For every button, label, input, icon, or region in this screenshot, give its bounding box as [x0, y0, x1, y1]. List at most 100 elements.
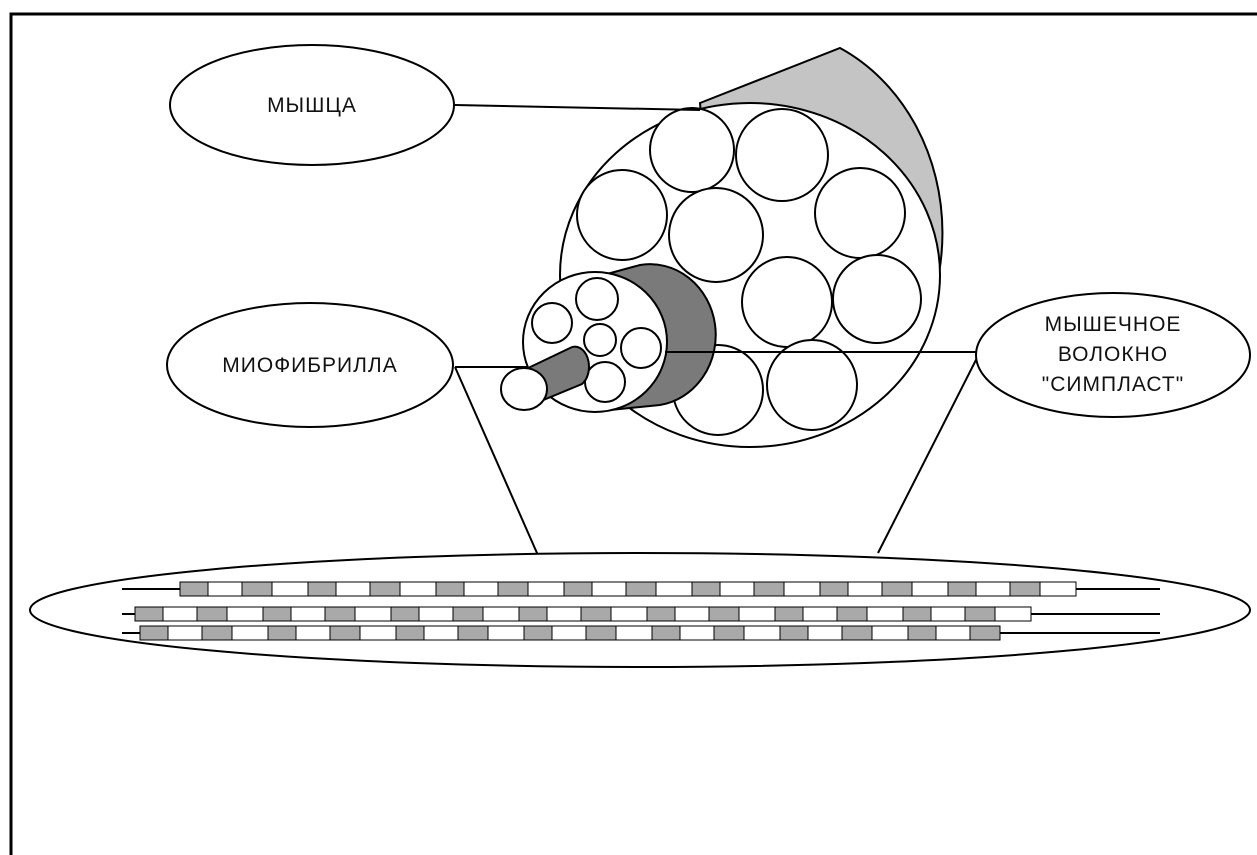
a-band — [1010, 582, 1040, 596]
a-band — [647, 607, 675, 621]
i-band — [656, 582, 692, 596]
a-band — [202, 626, 232, 640]
a-band — [453, 607, 483, 621]
label-fiber-text-3: "СИМПЛАСТ" — [1042, 373, 1184, 396]
i-band — [611, 607, 647, 621]
i-band — [272, 582, 308, 596]
a-band — [714, 626, 744, 640]
a-band — [519, 607, 547, 621]
a-band — [837, 607, 867, 621]
i-band — [976, 582, 1010, 596]
a-band — [498, 582, 528, 596]
fiber-circle — [833, 255, 921, 343]
fiber-circle — [815, 168, 905, 258]
i-band — [872, 626, 908, 640]
a-band — [197, 607, 227, 621]
myofibril-cross-section — [501, 368, 547, 410]
a-band — [581, 607, 611, 621]
label-myofibril-text: МИОФИБРИЛЛА — [222, 354, 397, 377]
i-band — [419, 607, 453, 621]
label-muscle-text: МЫШЦА — [267, 94, 357, 117]
i-band — [680, 626, 714, 640]
a-band — [391, 607, 419, 621]
a-band — [626, 582, 656, 596]
a-band — [754, 582, 784, 596]
a-band — [140, 626, 168, 640]
i-band — [488, 626, 524, 640]
i-band — [163, 607, 197, 621]
i-band — [464, 582, 498, 596]
a-band — [325, 607, 355, 621]
a-band — [820, 582, 848, 596]
i-band — [208, 582, 242, 596]
i-band — [867, 607, 903, 621]
i-band — [1040, 582, 1076, 596]
a-band — [308, 582, 336, 596]
a-band — [330, 626, 360, 640]
a-band — [965, 607, 995, 621]
label-muscle-fiber: МЫШЕЧНОЕ ВОЛОКНО "СИМПЛАСТ" — [976, 293, 1250, 417]
a-band — [882, 582, 912, 596]
i-band — [227, 607, 263, 621]
i-band — [483, 607, 519, 621]
a-band — [268, 626, 296, 640]
a-band — [436, 582, 464, 596]
label-myofibril: МИОФИБРИЛЛА — [167, 303, 453, 427]
myofibril-circle — [576, 278, 618, 320]
a-band — [780, 626, 808, 640]
a-band — [842, 626, 872, 640]
fiber-circle — [577, 170, 667, 260]
i-band — [424, 626, 458, 640]
i-band — [616, 626, 652, 640]
i-band — [744, 626, 780, 640]
i-band — [931, 607, 965, 621]
label-fiber-text-1: МЫШЕЧНОЕ — [1045, 313, 1182, 336]
i-band — [400, 582, 436, 596]
i-band — [296, 626, 330, 640]
a-band — [458, 626, 488, 640]
myofibril-circle — [621, 328, 661, 368]
a-band — [775, 607, 803, 621]
i-band — [528, 582, 564, 596]
i-band — [936, 626, 970, 640]
i-band — [232, 626, 268, 640]
myofibril-circle — [585, 362, 625, 402]
a-band — [908, 626, 936, 640]
a-band — [370, 582, 400, 596]
a-band — [903, 607, 931, 621]
fiber-circle — [669, 188, 763, 282]
i-band — [720, 582, 754, 596]
a-band — [564, 582, 592, 596]
label-fiber-text-2: ВОЛОКНО — [1058, 343, 1168, 366]
i-band — [291, 607, 325, 621]
a-band — [396, 626, 424, 640]
i-band — [784, 582, 820, 596]
a-band — [586, 626, 616, 640]
a-band — [135, 607, 163, 621]
fiber-circle — [650, 108, 734, 192]
fiber-circle — [767, 340, 857, 430]
i-band — [168, 626, 202, 640]
i-band — [552, 626, 586, 640]
i-band — [675, 607, 709, 621]
fiber-circle — [736, 109, 828, 201]
i-band — [360, 626, 396, 640]
i-band — [803, 607, 837, 621]
i-band — [912, 582, 948, 596]
i-band — [355, 607, 391, 621]
a-band — [709, 607, 739, 621]
i-band — [848, 582, 882, 596]
fiber-circle — [742, 257, 832, 347]
i-band — [592, 582, 626, 596]
i-band — [808, 626, 842, 640]
i-band — [739, 607, 775, 621]
i-band — [995, 607, 1031, 621]
i-band — [547, 607, 581, 621]
a-band — [242, 582, 272, 596]
a-band — [948, 582, 976, 596]
a-band — [652, 626, 680, 640]
fiber-longitudinal — [30, 553, 1250, 667]
a-band — [524, 626, 552, 640]
a-band — [970, 626, 1000, 640]
